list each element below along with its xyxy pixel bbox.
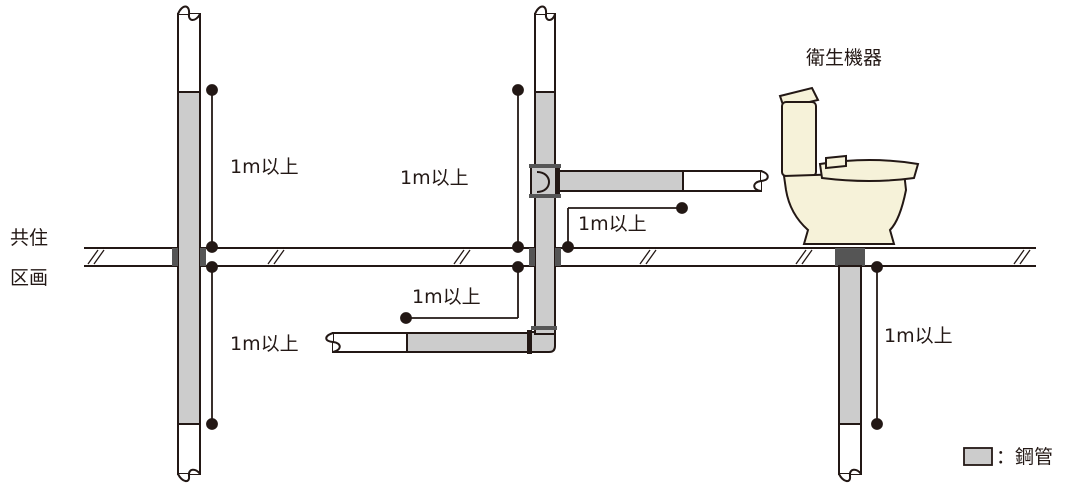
middle-vertical-pipe (529, 5, 561, 339)
dimension-lines (206, 84, 883, 430)
fixture-label: 衛生機器 (806, 47, 882, 69)
pipe-break-bottom (177, 468, 201, 482)
pipe-break-right (753, 170, 769, 192)
slab-hatch-marks (87, 249, 1031, 265)
tee-joint (529, 164, 561, 198)
lower-branch-pipe (325, 326, 557, 354)
zone-label: 共住 区画 (10, 227, 48, 289)
zone-label-line1: 共住 (10, 227, 48, 249)
dim-label-mid-upper: 1m以上 (400, 167, 469, 189)
left-vertical-pipe (172, 5, 206, 482)
legend-swatch-steel (963, 447, 993, 466)
dim-label-branch-lower: 1m以上 (412, 286, 481, 308)
upper-branch-pipe (555, 168, 769, 194)
pipe-break-top (534, 5, 556, 21)
toilet-icon (778, 86, 920, 245)
right-drain-pipe (835, 248, 865, 482)
pipe-break-left (325, 332, 341, 353)
dim-label-right: 1m以上 (884, 325, 953, 347)
pipe-break-bottom (838, 468, 862, 482)
dim-label-left-lower: 1m以上 (230, 333, 299, 355)
dim-label-left-upper: 1m以上 (230, 156, 299, 178)
dim-label-branch-upper: 1m以上 (578, 213, 647, 235)
zone-label-line2: 区画 (10, 267, 48, 289)
legend-label: ：鋼管 (996, 446, 1053, 468)
legend: ：鋼管 (963, 446, 1053, 468)
elbow (529, 331, 556, 353)
pipe-break-top (177, 5, 201, 21)
